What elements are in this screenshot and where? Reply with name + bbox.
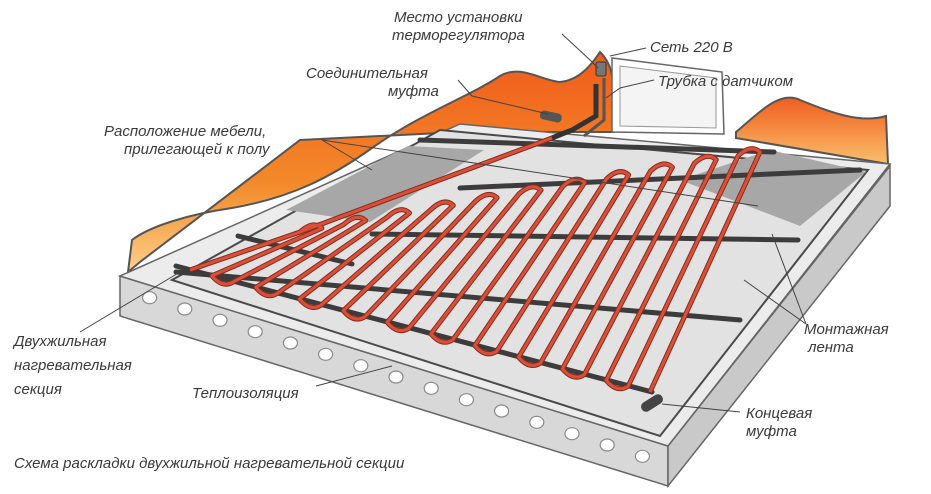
slab-hole <box>353 359 369 373</box>
diagram-caption: Схема раскладки двухжильной нагревательн… <box>14 455 405 472</box>
slab-hole <box>177 302 193 316</box>
heating-cable-lead <box>299 136 553 234</box>
end-coupling-label: Концевая муфта <box>746 405 816 440</box>
heating-cable <box>189 135 763 394</box>
thermostat-label: Место установки терморегулятора <box>392 9 527 44</box>
leader-lines <box>79 33 807 413</box>
furniture-zone <box>680 150 866 226</box>
furniture-zone <box>286 146 484 222</box>
wall-right <box>735 96 890 166</box>
slab-right <box>667 163 891 489</box>
slab-hole <box>282 336 298 350</box>
wall <box>126 50 615 275</box>
insulation-label: Теплоизоляция <box>192 385 299 402</box>
sensor-tube <box>583 78 606 138</box>
cable-label: Двухжильная нагревательная секция <box>12 333 136 398</box>
slab-hole <box>564 427 580 441</box>
tape-label: Монтажная лента <box>804 321 893 356</box>
slab-hole <box>494 404 510 418</box>
slab-hole <box>423 381 439 395</box>
slab-hole <box>247 325 263 339</box>
slab-hole <box>318 347 334 361</box>
connector-label: Соединительная муфта <box>306 65 439 100</box>
slab-hole <box>599 438 615 452</box>
mains-label: Сеть 220 В <box>650 39 733 56</box>
slab-holes <box>142 291 651 463</box>
end-coupling <box>641 394 663 412</box>
slab-hole <box>634 449 651 463</box>
slab-hole <box>212 313 228 327</box>
slab-hole <box>529 415 545 429</box>
slab-hole <box>458 393 474 407</box>
slab-hole <box>142 291 158 305</box>
sensor-tube-label: Трубка с датчиком <box>658 73 793 90</box>
slab-hole <box>388 370 404 384</box>
furniture-label: Расположение мебели, прилегающей к полу <box>104 123 271 158</box>
thermostat <box>595 61 607 77</box>
heating-cable-path <box>189 147 762 393</box>
cold-lead <box>551 84 599 141</box>
